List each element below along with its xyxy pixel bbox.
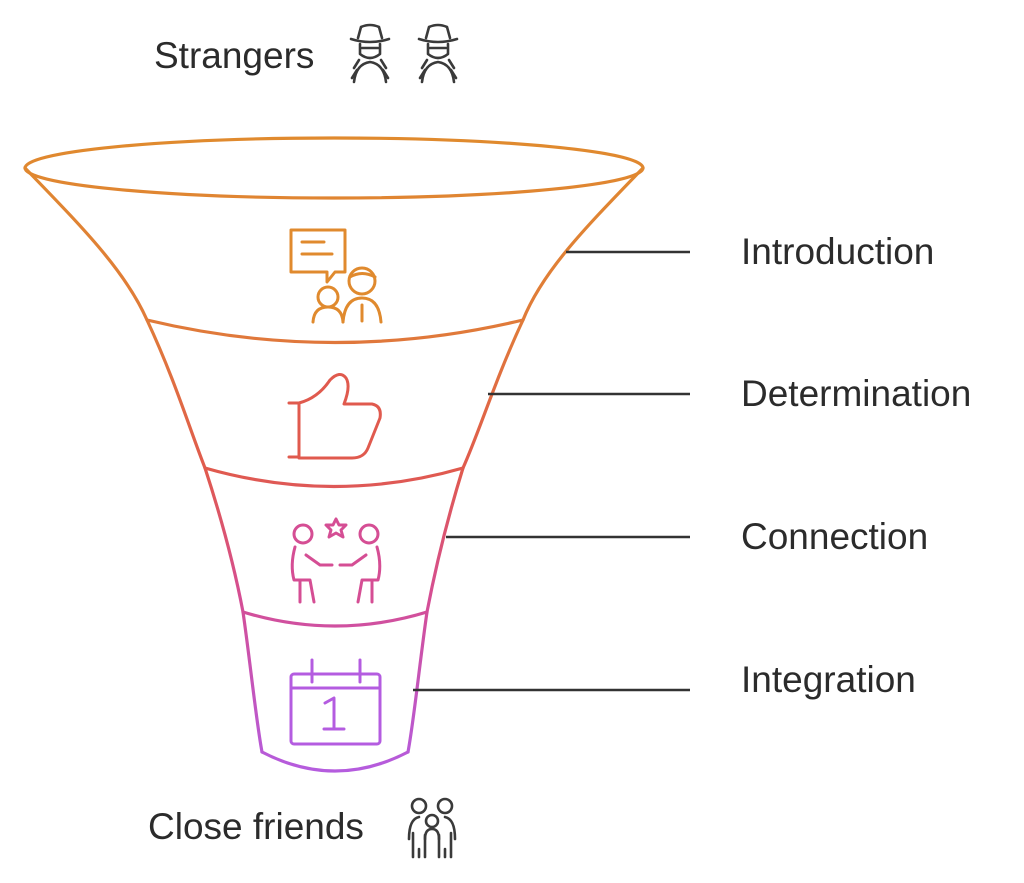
connector-lines [413,250,690,692]
stranger-icon [417,23,459,84]
stage-label-integration: Integration [741,659,916,700]
funnel-body [23,136,645,773]
divider-1 [145,318,525,345]
friends-icon [407,797,457,859]
thumbs-up-icon [287,373,382,460]
stage-label-introduction: Introduction [741,231,934,272]
funnel-right-edge [406,166,645,754]
chat-people-icon [289,228,383,324]
stage-label-connection: Connection [741,516,928,557]
divider-3 [241,610,429,628]
top-label: Strangers [154,35,314,76]
stranger-icon [349,23,391,84]
divider-2 [203,466,465,489]
funnel-rim [23,136,645,200]
bottom-label: Close friends [148,806,364,847]
people-meeting-icon [290,517,382,604]
calendar-icon [289,658,382,746]
stage-label-determination: Determination [741,373,971,414]
funnel-left-edge [23,166,264,754]
funnel-bottom [260,750,410,773]
